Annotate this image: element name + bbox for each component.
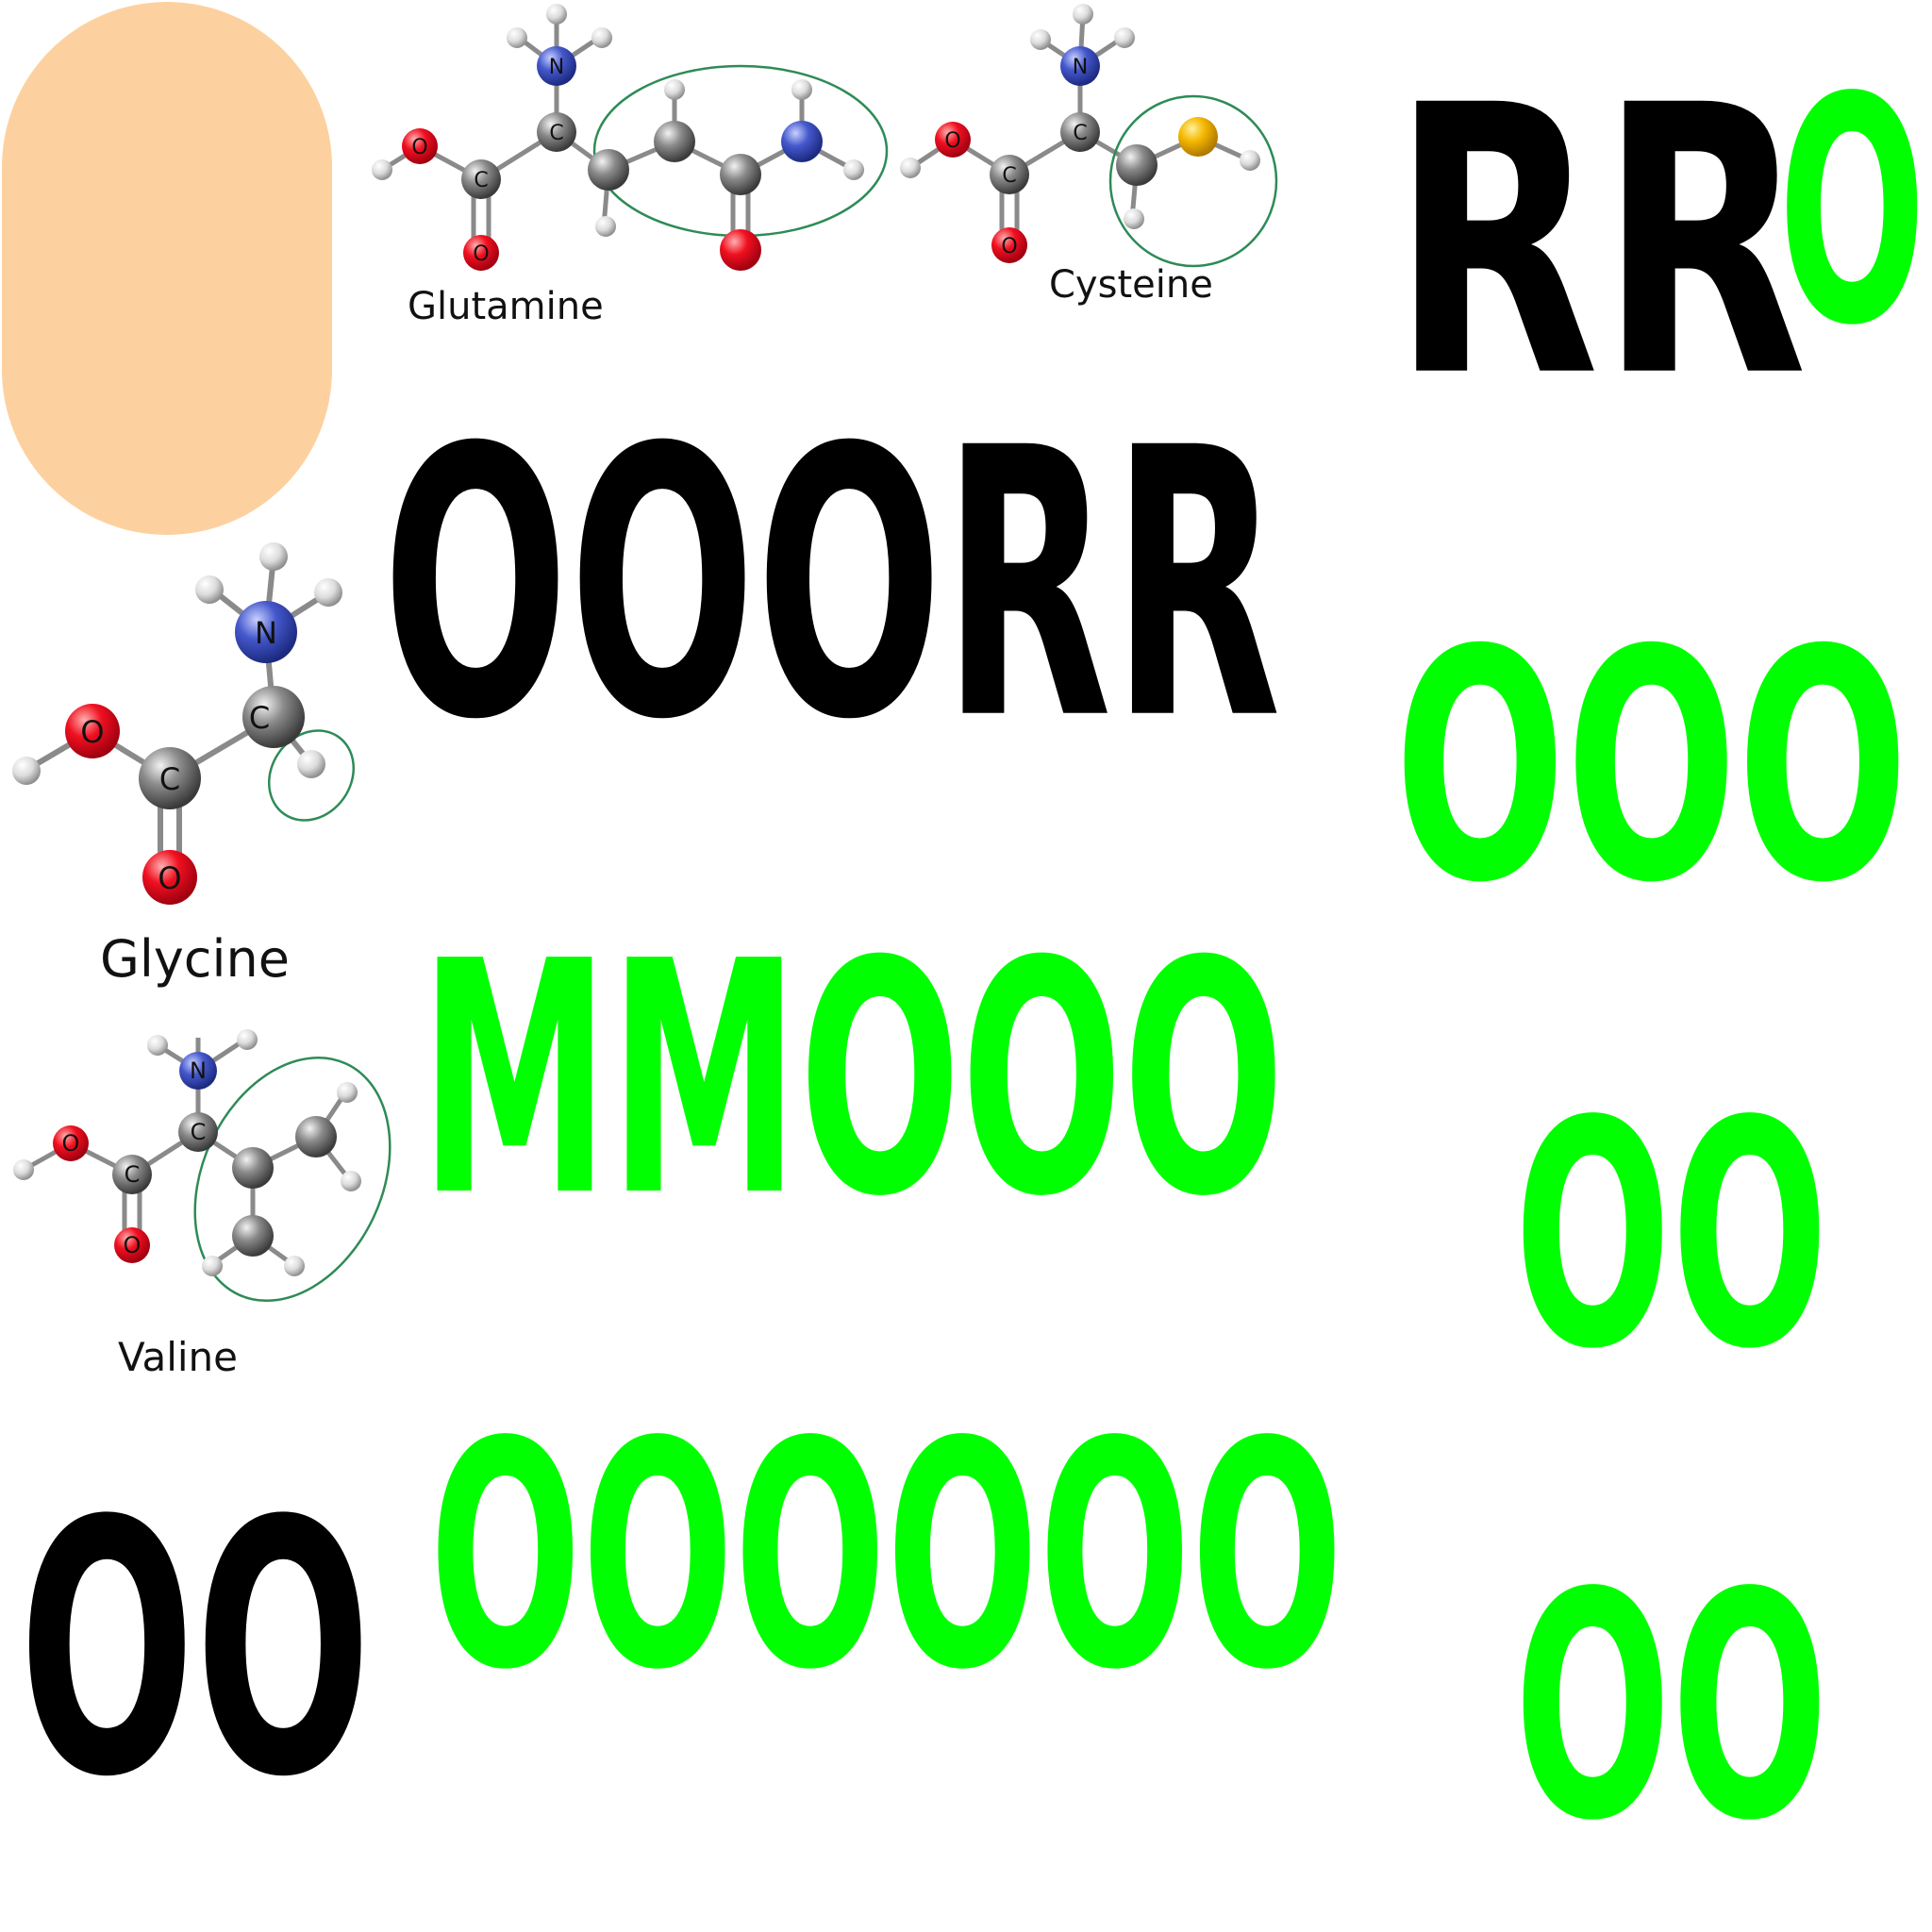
valine-label: Valine bbox=[118, 1334, 239, 1380]
svg-text:C: C bbox=[549, 122, 563, 145]
valine-molecule: N C O C O bbox=[13, 1029, 391, 1303]
peach-rounded-shape bbox=[2, 2, 332, 535]
letters-mmooo: MMOOO bbox=[420, 893, 1285, 1267]
svg-text:C: C bbox=[249, 700, 270, 736]
svg-text:N: N bbox=[549, 56, 564, 79]
cysteine-label: Cysteine bbox=[1049, 263, 1213, 307]
glutamine-molecule: N C O C O bbox=[372, 4, 889, 271]
letters-ooorr: OOORR bbox=[382, 371, 1282, 801]
svg-text:O: O bbox=[124, 1232, 142, 1258]
svg-text:C: C bbox=[191, 1119, 207, 1145]
letters-rr-top: RR bbox=[1391, 28, 1807, 458]
svg-text:C: C bbox=[1073, 122, 1087, 145]
svg-text:O: O bbox=[80, 714, 104, 750]
svg-text:C: C bbox=[1002, 164, 1016, 188]
letters-ooo-right: OOO bbox=[1394, 582, 1909, 953]
glutamine-label: Glutamine bbox=[408, 285, 604, 328]
svg-text:C: C bbox=[474, 169, 488, 192]
svg-text:O: O bbox=[411, 136, 427, 159]
letter-o-top-right: O bbox=[1778, 31, 1926, 393]
glycine-label: Glycine bbox=[100, 929, 290, 989]
glycine-molecule: N C O C O bbox=[12, 542, 356, 905]
svg-text:N: N bbox=[255, 615, 277, 651]
svg-text:C: C bbox=[159, 761, 180, 797]
svg-text:N: N bbox=[190, 1058, 207, 1084]
svg-text:O: O bbox=[944, 129, 960, 153]
svg-text:O: O bbox=[1001, 235, 1017, 258]
svg-text:N: N bbox=[1073, 56, 1088, 79]
letters-oo-bottom-left: OO bbox=[19, 1448, 372, 1854]
letters-oo-middle-right: OO bbox=[1514, 1055, 1829, 1417]
svg-text:O: O bbox=[158, 860, 181, 896]
letters-oo-bottom-right: OO bbox=[1514, 1526, 1829, 1889]
svg-text:O: O bbox=[62, 1130, 80, 1157]
cysteine-molecule: N C O C O bbox=[900, 4, 1278, 268]
letters-oooooo: OOOOOO bbox=[429, 1375, 1343, 1738]
svg-text:C: C bbox=[125, 1161, 141, 1188]
svg-text:O: O bbox=[473, 242, 489, 266]
